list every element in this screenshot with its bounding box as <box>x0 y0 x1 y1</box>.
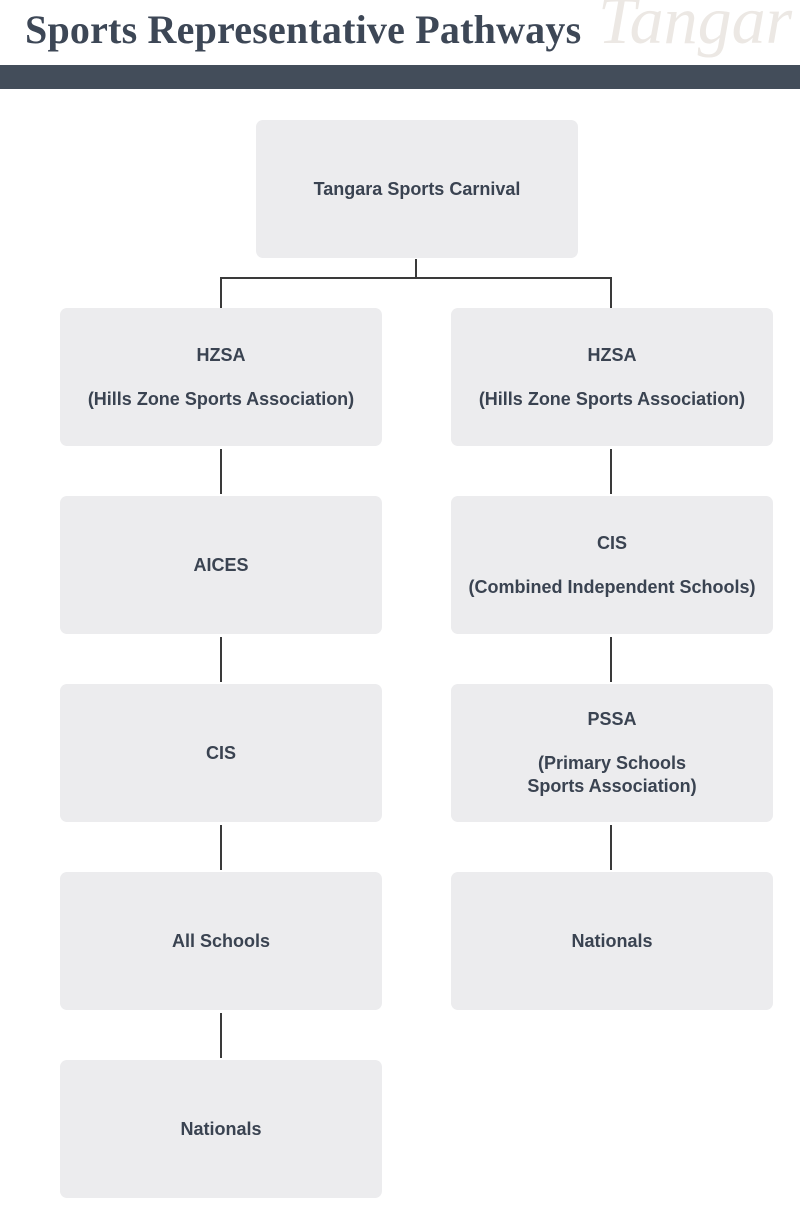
node-detail-line1: (Primary Schools <box>537 753 687 773</box>
node-left-hzsa: HZSA (Hills Zone Sports Association) <box>60 308 382 446</box>
node-label: HZSA <box>587 344 637 365</box>
page-title: Sports Representative Pathways <box>25 7 582 52</box>
node-root: Tangara Sports Carnival <box>256 120 578 258</box>
header-bar <box>0 65 800 89</box>
connector-left-2-3 <box>220 637 222 682</box>
connector-branch <box>220 277 612 279</box>
node-label: HZSA <box>196 344 246 365</box>
node-detail: (Hills Zone Sports Association) <box>87 388 355 409</box>
connector-right-2-3 <box>610 637 612 682</box>
connector-left-3-4 <box>220 825 222 870</box>
node-detail: (Hills Zone Sports Association) <box>478 388 746 409</box>
node-label: AICES <box>193 554 249 575</box>
logo-watermark: Tangar <box>598 0 793 58</box>
node-right-cis: CIS (Combined Independent Schools) <box>451 496 773 634</box>
connector-branch-right <box>610 277 612 308</box>
node-left-all-schools: All Schools <box>60 872 382 1010</box>
connector-branch-left <box>220 277 222 308</box>
node-label: Nationals <box>180 1118 262 1139</box>
node-label: PSSA <box>587 709 637 729</box>
connector-root-down <box>415 259 417 278</box>
node-detail-line2: Sports Association) <box>527 776 697 796</box>
connector-left-1-2 <box>220 449 222 494</box>
node-right-nationals: Nationals <box>451 872 773 1010</box>
node-left-aices: AICES <box>60 496 382 634</box>
node-left-nationals: Nationals <box>60 1060 382 1198</box>
connector-left-4-5 <box>220 1013 222 1058</box>
connector-right-3-4 <box>610 825 612 870</box>
node-label: Nationals <box>571 930 653 951</box>
node-left-cis: CIS <box>60 684 382 822</box>
node-right-hzsa: HZSA (Hills Zone Sports Association) <box>451 308 773 446</box>
node-label: All Schools <box>171 930 270 951</box>
node-label: CIS <box>596 532 627 553</box>
node-detail: (Combined Independent Schools) <box>468 576 756 597</box>
node-label: Tangara Sports Carnival <box>313 178 521 199</box>
node-label: CIS <box>205 742 236 763</box>
node-right-pssa: PSSA (Primary Schools Sports Association… <box>451 684 773 822</box>
connector-right-1-2 <box>610 449 612 494</box>
